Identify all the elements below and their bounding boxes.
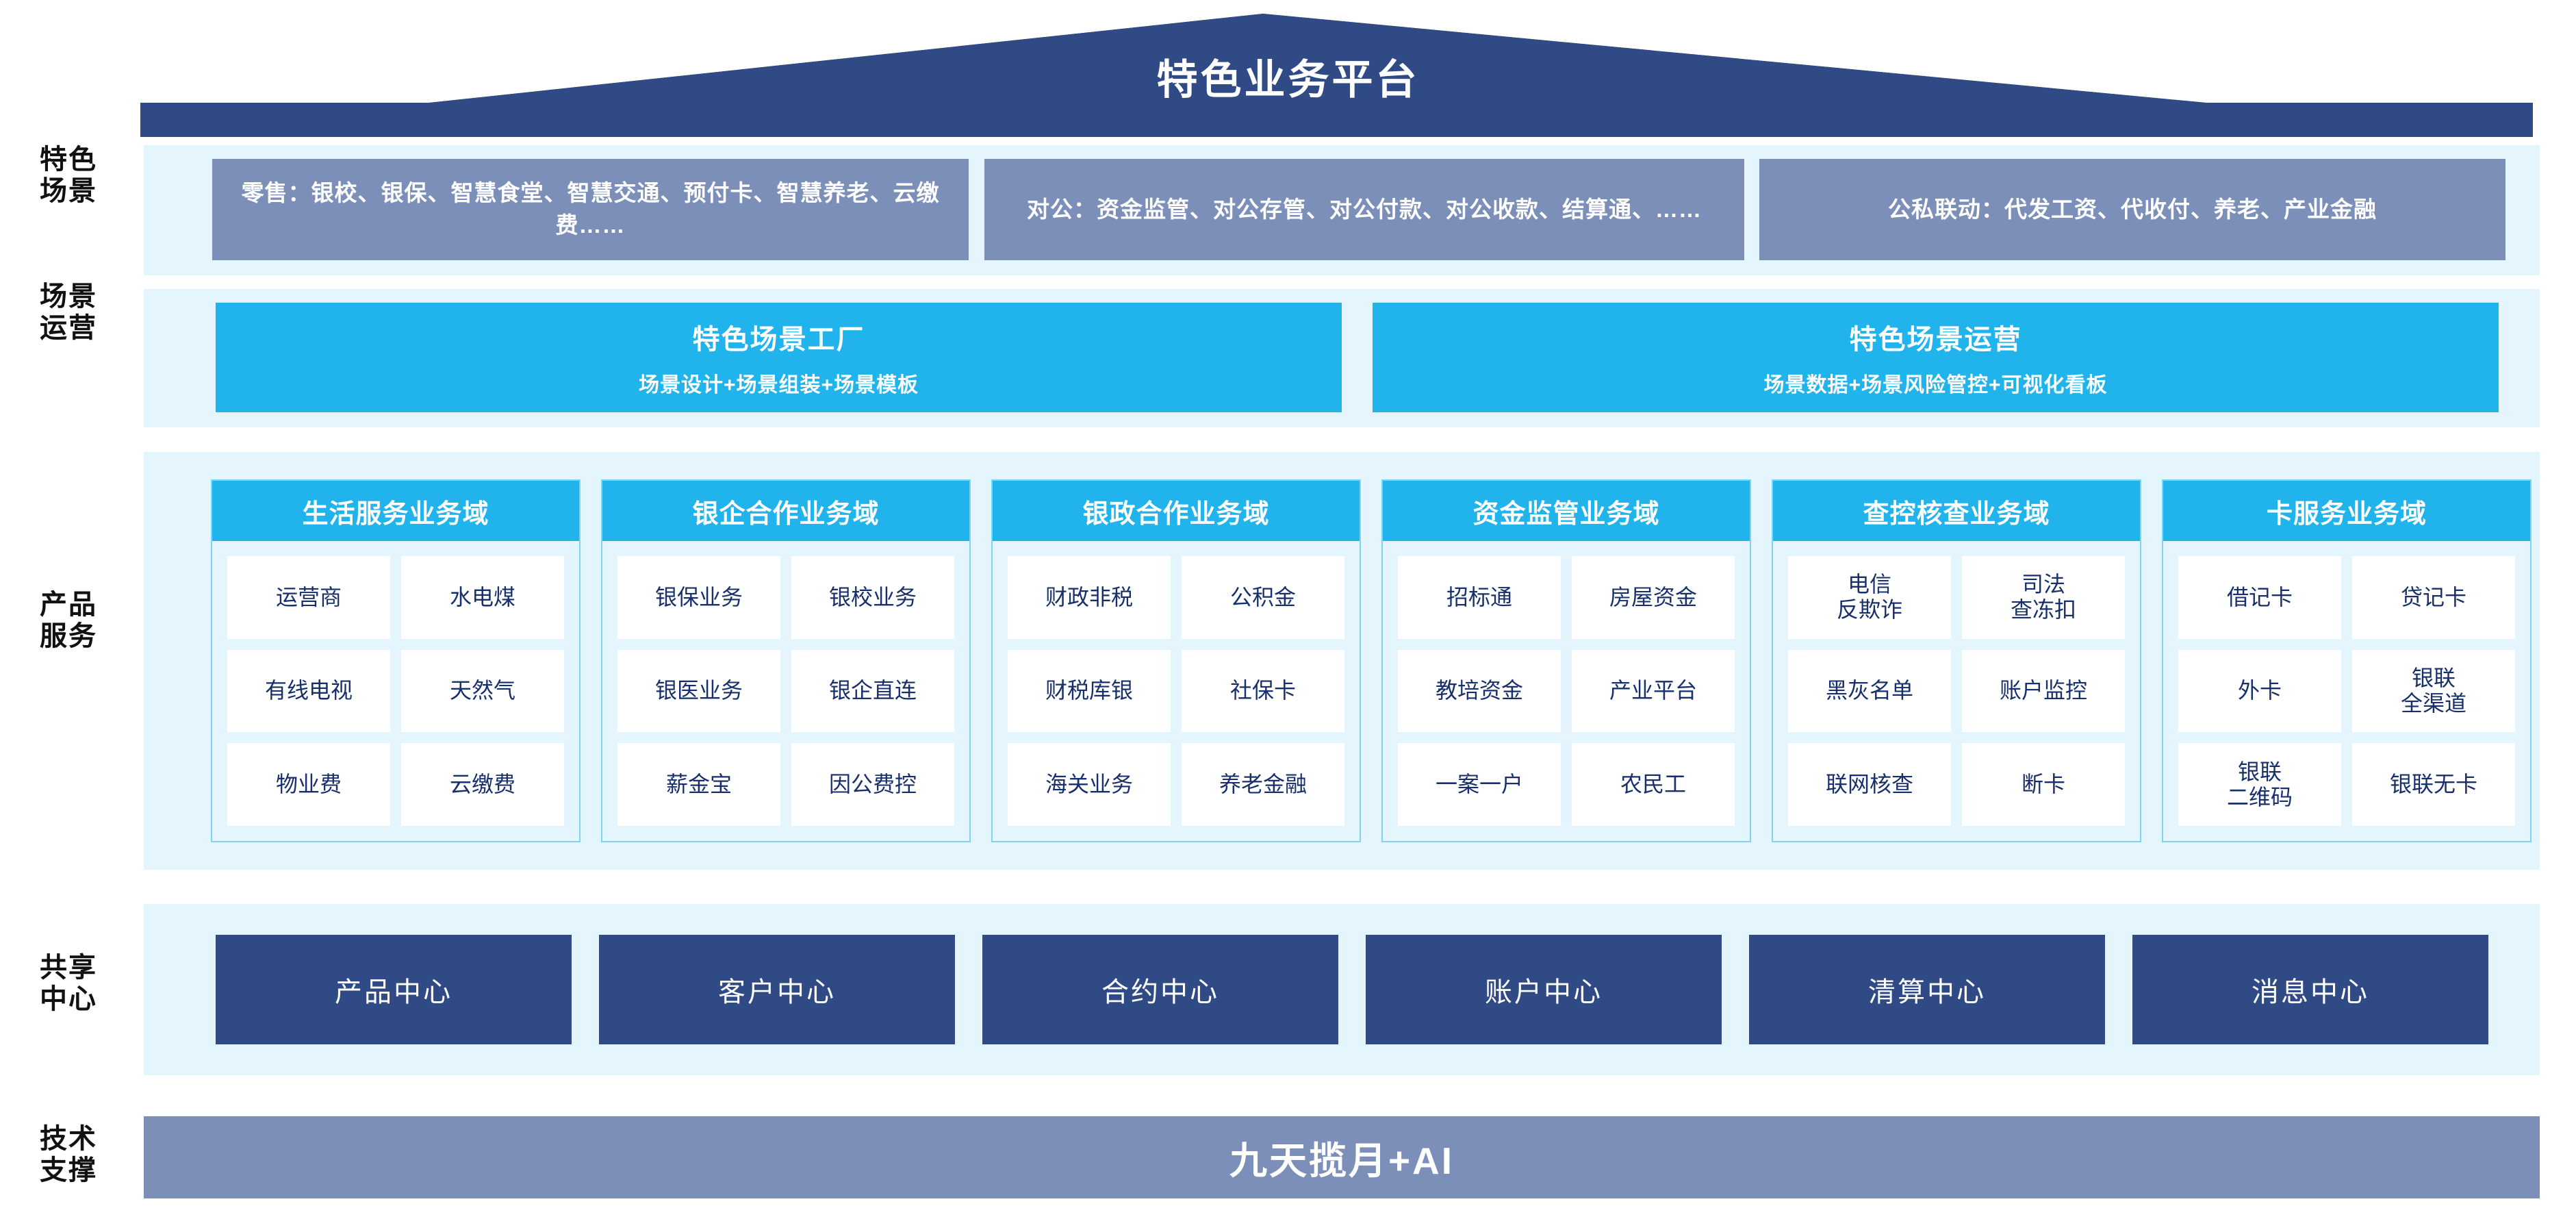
op-operation-subtitle: 场景数据+场景风险管控+可视化看板 bbox=[1763, 374, 2108, 397]
center-box-clearing[interactable]: 清算中心 bbox=[1749, 935, 2105, 1044]
row-label-operations: 场景 运营 bbox=[40, 281, 97, 344]
domain-cell[interactable]: 断卡 bbox=[1962, 743, 2125, 826]
op-factory-subtitle: 场景设计+场景组装+场景模板 bbox=[638, 374, 919, 397]
domain-cell[interactable]: 房屋资金 bbox=[1572, 556, 1735, 639]
domain-cell[interactable]: 电信 反欺诈 bbox=[1788, 556, 1951, 639]
domain-col-bank-enterprise[interactable]: 银企合作业务域 银保业务 银校业务 银医业务 银企直连 薪金宝 因公费控 bbox=[601, 479, 971, 842]
domain-cell[interactable]: 教培资金 bbox=[1398, 649, 1561, 733]
domain-cell[interactable]: 物业费 bbox=[227, 743, 390, 826]
domain-grid-fund-supervision: 招标通 房屋资金 教培资金 产业平台 一案一户 农民工 bbox=[1383, 541, 1750, 841]
domain-cell[interactable]: 农民工 bbox=[1572, 743, 1735, 826]
platform-roof-banner: 特色业务平台 bbox=[0, 0, 2576, 137]
domain-cell[interactable]: 借记卡 bbox=[2178, 556, 2341, 639]
domain-col-card-service[interactable]: 卡服务业务域 借记卡 贷记卡 外卡 银联 全渠道 银联 二维码 银联无卡 bbox=[2162, 479, 2532, 842]
domain-cell[interactable]: 司法 查冻扣 bbox=[1962, 556, 2125, 639]
domain-grid-bank-government: 财政非税 公积金 财税库银 社保卡 海关业务 养老金融 bbox=[993, 541, 1360, 841]
center-box-contract[interactable]: 合约中心 bbox=[982, 935, 1338, 1044]
domain-cell[interactable]: 产业平台 bbox=[1572, 649, 1735, 733]
domain-title-life-service: 生活服务业务域 bbox=[212, 481, 579, 541]
domain-grid-bank-enterprise: 银保业务 银校业务 银医业务 银企直连 薪金宝 因公费控 bbox=[602, 541, 969, 841]
op-factory-title: 特色场景工厂 bbox=[692, 325, 865, 355]
domain-cell[interactable]: 银校业务 bbox=[791, 556, 954, 639]
domain-col-bank-government[interactable]: 银政合作业务域 财政非税 公积金 财税库银 社保卡 海关业务 养老金融 bbox=[991, 479, 1361, 842]
domain-title-card-service: 卡服务业务域 bbox=[2163, 481, 2530, 541]
scene-box-retail[interactable]: 零售：银校、银保、智慧食堂、智慧交通、预付卡、智慧养老、云缴费…… bbox=[212, 159, 969, 260]
scene-box-linkage[interactable]: 公私联动：代发工资、代收付、养老、产业金融 bbox=[1759, 159, 2505, 260]
tech-support-bar[interactable]: 九天揽月+AI bbox=[144, 1116, 2540, 1198]
domain-cell[interactable]: 海关业务 bbox=[1008, 743, 1171, 826]
domain-title-bank-enterprise: 银企合作业务域 bbox=[602, 481, 969, 541]
domain-cell[interactable]: 有线电视 bbox=[227, 649, 390, 733]
domain-cell[interactable]: 银保业务 bbox=[617, 556, 780, 639]
domain-cell[interactable]: 账户监控 bbox=[1962, 649, 2125, 733]
center-box-customer[interactable]: 客户中心 bbox=[599, 935, 955, 1044]
domain-cell[interactable]: 因公费控 bbox=[791, 743, 954, 826]
domain-col-life-service[interactable]: 生活服务业务域 运营商 水电煤 有线电视 天然气 物业费 云缴费 bbox=[211, 479, 581, 842]
domain-grid-investigation: 电信 反欺诈 司法 查冻扣 黑灰名单 账户监控 联网核查 断卡 bbox=[1773, 541, 2140, 841]
row-label-shared: 共享 中心 bbox=[40, 953, 97, 1015]
domain-cell[interactable]: 贷记卡 bbox=[2352, 556, 2515, 639]
center-box-account[interactable]: 账户中心 bbox=[1366, 935, 1722, 1044]
op-operation-title: 特色场景运营 bbox=[1849, 325, 2022, 355]
domain-grid-life-service: 运营商 水电煤 有线电视 天然气 物业费 云缴费 bbox=[212, 541, 579, 841]
domain-cell[interactable]: 联网核查 bbox=[1788, 743, 1951, 826]
domain-cell[interactable]: 银联 二维码 bbox=[2178, 743, 2341, 826]
domain-col-fund-supervision[interactable]: 资金监管业务域 招标通 房屋资金 教培资金 产业平台 一案一户 农民工 bbox=[1381, 479, 1751, 842]
center-box-product[interactable]: 产品中心 bbox=[216, 935, 572, 1044]
center-box-message[interactable]: 消息中心 bbox=[2132, 935, 2488, 1044]
domain-title-investigation: 查控核查业务域 bbox=[1773, 481, 2140, 541]
domain-cell[interactable]: 银联无卡 bbox=[2352, 743, 2515, 826]
scene-box-corporate[interactable]: 对公：资金监管、对公存管、对公付款、对公收款、结算通、…… bbox=[984, 159, 1744, 260]
op-box-scene-factory[interactable]: 特色场景工厂 场景设计+场景组装+场景模板 bbox=[216, 303, 1342, 412]
domain-cell[interactable]: 银企直连 bbox=[791, 649, 954, 733]
roof-shape bbox=[140, 14, 2533, 137]
row-label-scenes: 特色 场景 bbox=[40, 144, 97, 207]
domain-cell[interactable]: 银医业务 bbox=[617, 649, 780, 733]
domain-cell[interactable]: 水电煤 bbox=[401, 556, 564, 639]
domain-cell[interactable]: 社保卡 bbox=[1182, 649, 1344, 733]
row-label-tech: 技术 支撑 bbox=[40, 1124, 97, 1186]
domain-col-investigation[interactable]: 查控核查业务域 电信 反欺诈 司法 查冻扣 黑灰名单 账户监控 联网核查 断卡 bbox=[1772, 479, 2141, 842]
domain-cell[interactable]: 运营商 bbox=[227, 556, 390, 639]
domain-cell[interactable]: 财政非税 bbox=[1008, 556, 1171, 639]
domain-cell[interactable]: 银联 全渠道 bbox=[2352, 649, 2515, 733]
domain-cell[interactable]: 云缴费 bbox=[401, 743, 564, 826]
domain-cell[interactable]: 外卡 bbox=[2178, 649, 2341, 733]
op-box-scene-operation[interactable]: 特色场景运营 场景数据+场景风险管控+可视化看板 bbox=[1373, 303, 2499, 412]
row-label-products: 产品 服务 bbox=[40, 590, 97, 652]
domain-title-bank-government: 银政合作业务域 bbox=[993, 481, 1360, 541]
domain-cell[interactable]: 公积金 bbox=[1182, 556, 1344, 639]
domain-cell[interactable]: 财税库银 bbox=[1008, 649, 1171, 733]
domain-title-fund-supervision: 资金监管业务域 bbox=[1383, 481, 1750, 541]
domain-cell[interactable]: 天然气 bbox=[401, 649, 564, 733]
page-title: 特色业务平台 bbox=[1156, 57, 1420, 103]
domain-cell[interactable]: 黑灰名单 bbox=[1788, 649, 1951, 733]
domain-cell[interactable]: 薪金宝 bbox=[617, 743, 780, 826]
domain-grid-card-service: 借记卡 贷记卡 外卡 银联 全渠道 银联 二维码 银联无卡 bbox=[2163, 541, 2530, 841]
domain-cell[interactable]: 一案一户 bbox=[1398, 743, 1561, 826]
domain-cell[interactable]: 养老金融 bbox=[1182, 743, 1344, 826]
domain-cell[interactable]: 招标通 bbox=[1398, 556, 1561, 639]
